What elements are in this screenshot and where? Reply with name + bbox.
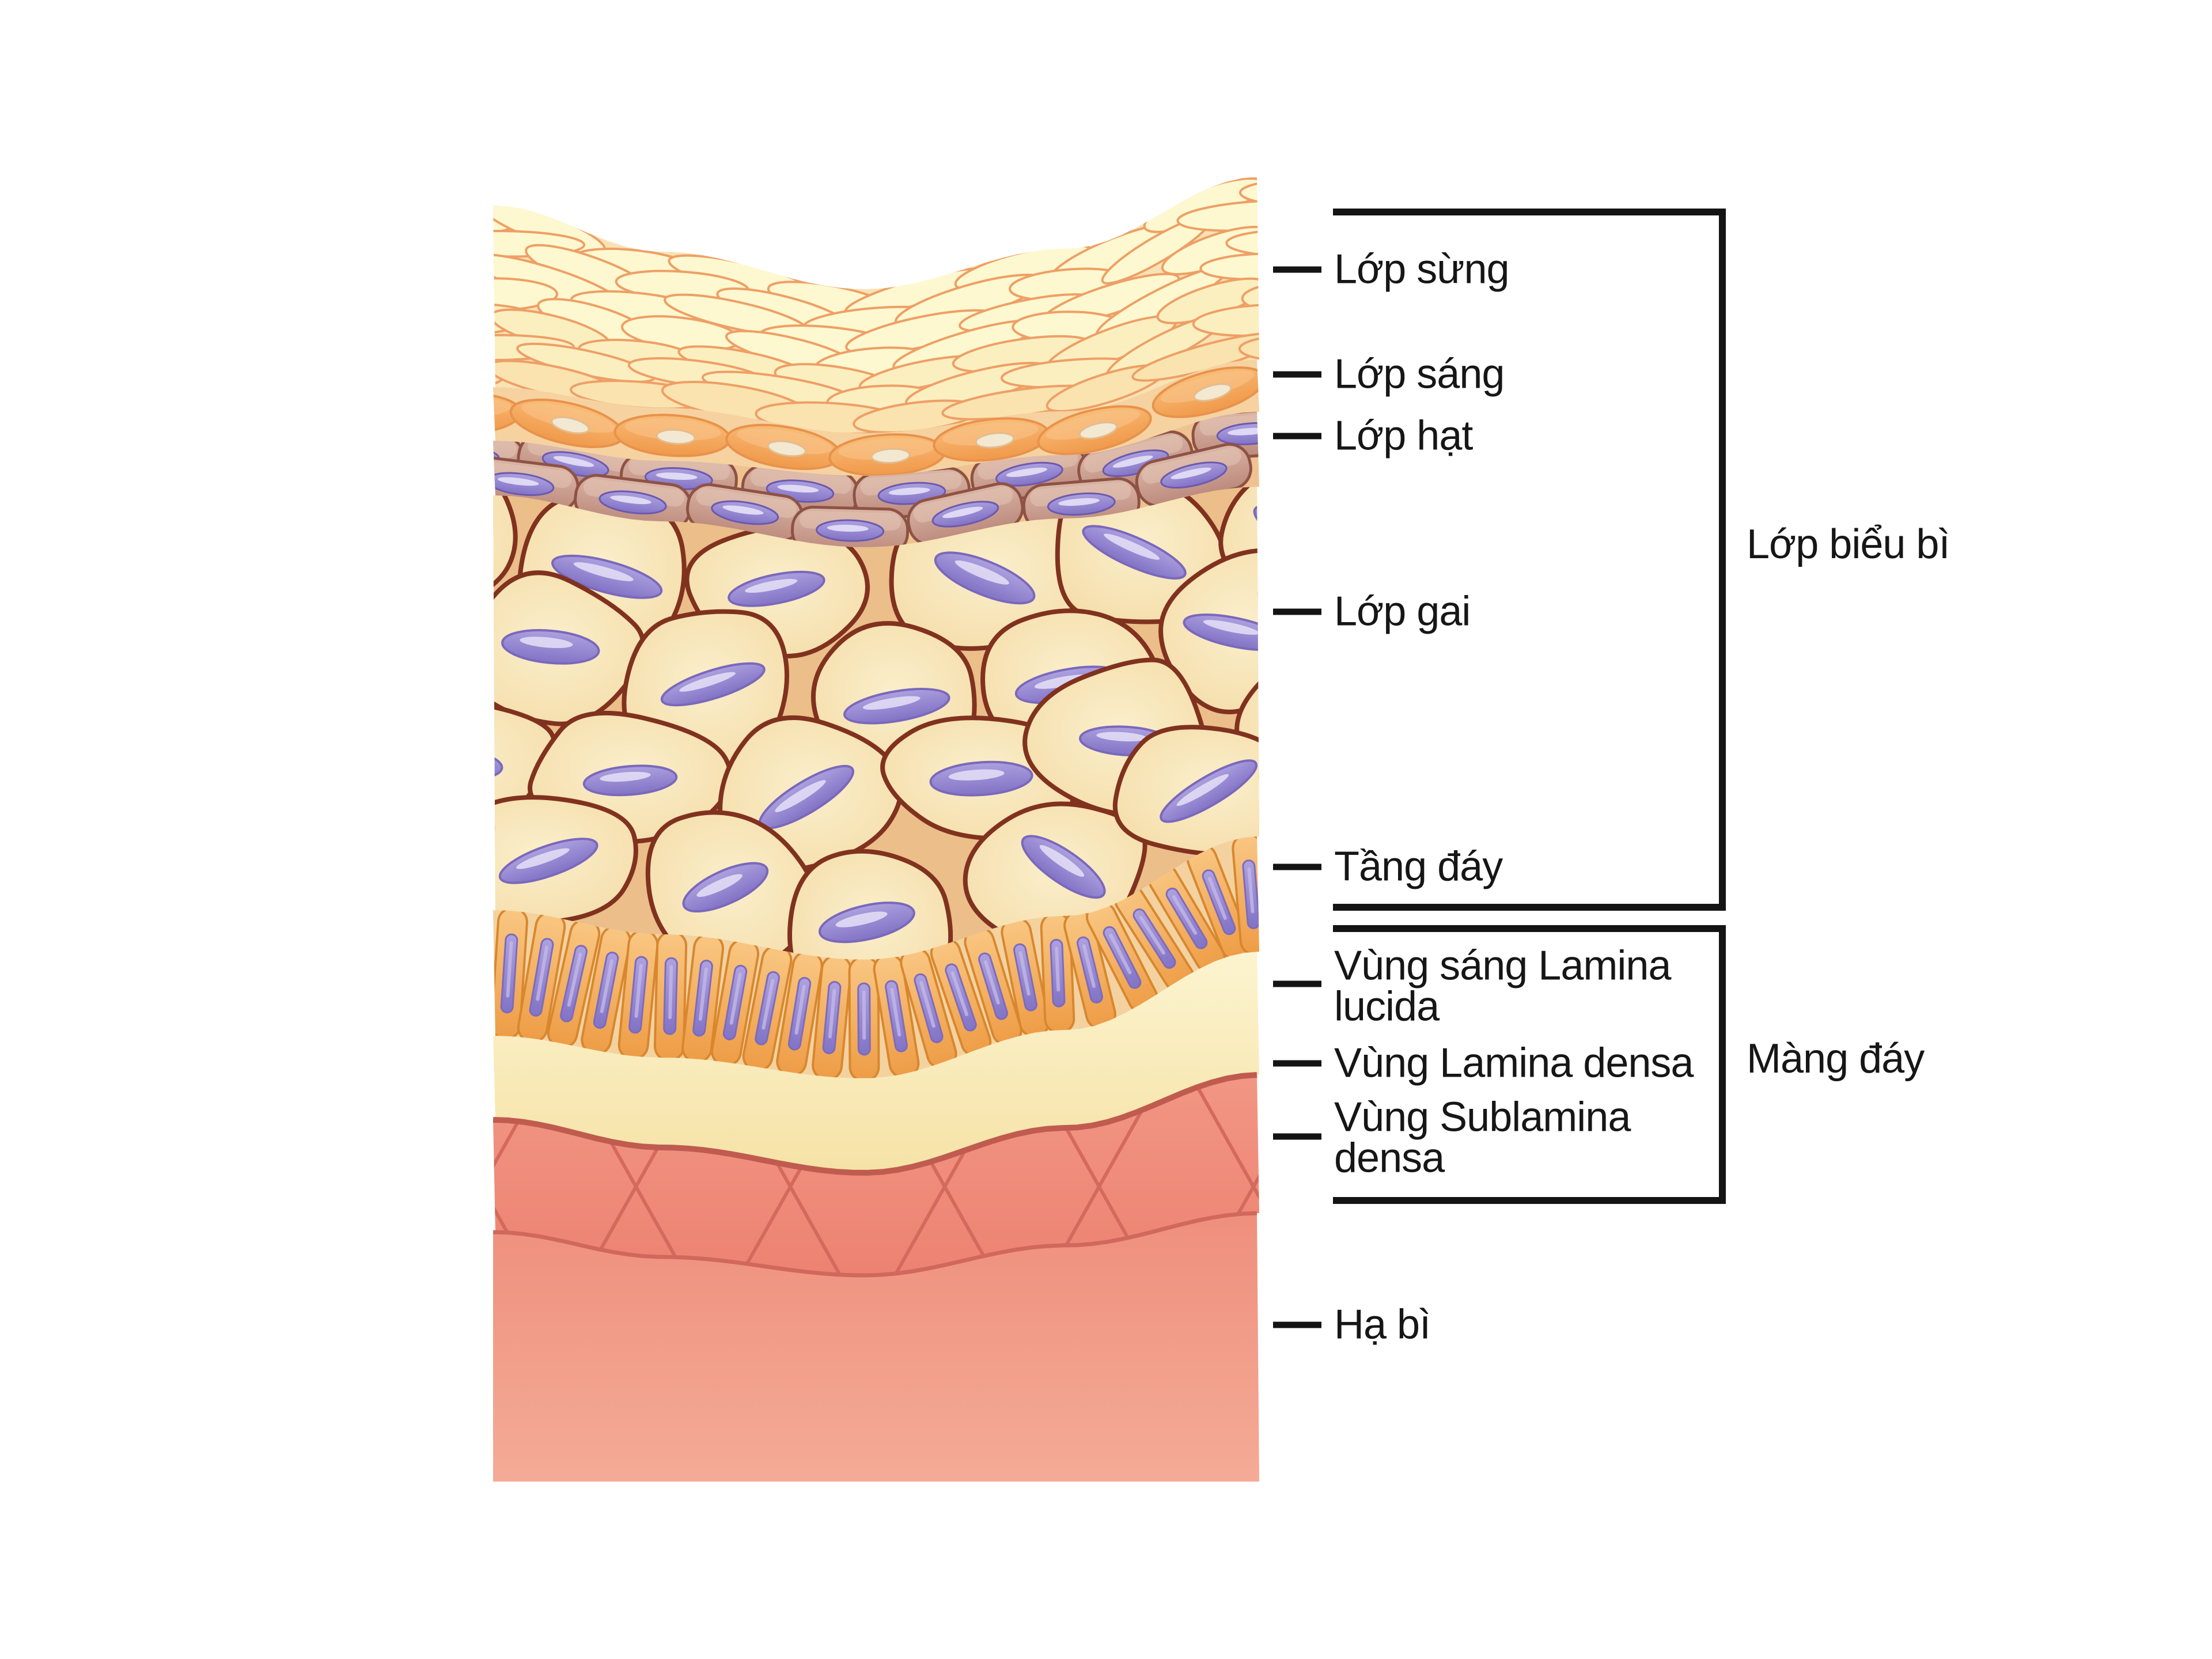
tick-lamina-lucida — [1273, 980, 1321, 987]
corneum-cells — [493, 177, 1259, 433]
label-stratum-corneum: Lớp sừng — [1334, 246, 1510, 293]
label-hypodermis: Hạ bì — [1334, 1301, 1431, 1348]
dermis-bottom-edge — [493, 1211, 1257, 1278]
basement-bracket-bottom — [1333, 1197, 1726, 1204]
epidermis-bracket-side — [1719, 209, 1726, 911]
tick-sublamina-densa — [1273, 1133, 1321, 1140]
basal-cells — [493, 836, 1259, 1078]
hypodermis-region — [493, 1213, 1259, 1482]
tick-basal-layer — [1273, 863, 1321, 870]
label-lamina-lucida: Vùng sáng Lamina lucida — [1334, 942, 1671, 1029]
label-basement-membrane: Màng đáy — [1747, 1036, 1925, 1082]
label-sublamina-densa: Vùng Sublamina densa — [1334, 1094, 1631, 1181]
granulosum-cells — [493, 412, 1259, 547]
tick-stratum-lucidum — [1273, 371, 1321, 378]
dermis-top-edge — [493, 1072, 1257, 1176]
label-lamina-densa: Vùng Lamina densa — [1334, 1040, 1694, 1086]
epidermis-bracket-top — [1333, 209, 1726, 215]
lucidum-cells — [493, 366, 1259, 476]
tick-hypodermis — [1273, 1321, 1321, 1328]
label-epidermis: Lớp biểu bì — [1747, 521, 1950, 567]
tick-stratum-spinosum — [1273, 608, 1321, 615]
label-stratum-spinosum: Lớp gai — [1334, 588, 1471, 635]
basement-bracket-top — [1333, 925, 1726, 932]
tick-lamina-densa — [1273, 1060, 1321, 1067]
label-stratum-granulosum: Lớp hạt — [1334, 412, 1473, 459]
tick-stratum-granulosum — [1273, 433, 1321, 440]
label-stratum-lucidum: Lớp sáng — [1334, 351, 1505, 397]
basement-membrane-region — [493, 952, 1259, 1173]
label-basal-layer: Tầng đáy — [1334, 843, 1503, 890]
tick-stratum-corneum — [1273, 266, 1321, 273]
epidermis-bracket-bottom — [1333, 904, 1726, 911]
basement-bracket-side — [1719, 925, 1726, 1204]
spinosum-cells — [493, 487, 1259, 960]
illustration-root — [493, 177, 1259, 1482]
